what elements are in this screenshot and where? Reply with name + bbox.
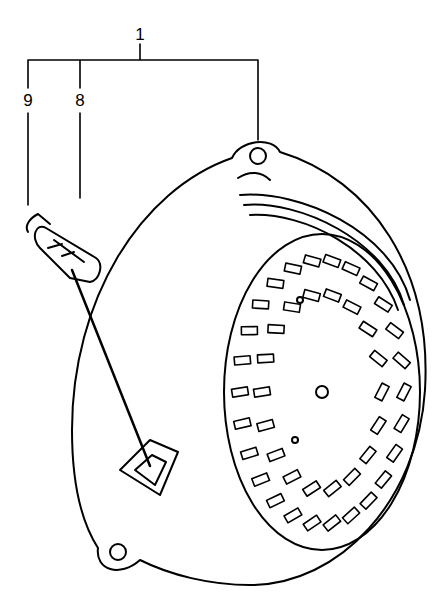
rope-handle [27,214,101,282]
vent-slot [324,480,341,496]
vent-slot [241,447,259,459]
vent-slot [386,323,404,339]
rope-guide [120,440,178,495]
vent-slot [360,446,376,463]
vent-slot [393,352,410,369]
vent-slot [344,468,361,485]
vent-slot [257,420,275,432]
vent-slot [267,278,284,288]
starter-flange [72,142,426,585]
starter-drum [224,195,420,550]
vent-slot [303,515,321,531]
vent-slot [370,350,387,366]
vent-slot [234,418,251,429]
starter-rope [72,270,150,466]
vent-slot [231,387,248,397]
vent-slot [252,300,268,309]
callout-number: 9 [21,92,34,109]
vent-slot [234,356,251,365]
vent-slot [284,263,301,274]
callout-bracket [28,44,258,205]
vent-slot [374,297,392,312]
vent-slot [323,515,341,531]
vent-slot [342,262,360,276]
vent-slot [360,276,378,291]
vent-slot [268,325,284,334]
vent-slot [387,445,403,463]
vent-slots [231,254,411,531]
vent-slot [253,387,270,397]
vent-slot [359,321,377,336]
vent-slot [267,448,285,461]
vent-slot [375,471,391,488]
vent-slot [241,327,257,335]
vent-slot [360,492,377,509]
vent-slot [252,473,270,486]
vent-slot [284,508,302,523]
vent-slot [397,383,411,401]
vent-slot [324,289,342,302]
callout-number: 8 [73,92,86,109]
vent-slot [323,254,341,267]
vent-slot [343,300,361,314]
vent-slot [257,354,273,363]
vent-slot [303,255,321,267]
vent-slot [371,417,386,435]
vent-slot [303,290,321,302]
vent-slot [375,383,389,401]
vent-slot [283,302,300,312]
callout-number: 1 [133,26,146,43]
vent-slot [394,415,409,433]
vent-slot [266,494,284,508]
vent-slot [283,470,301,484]
vent-slot [342,507,359,524]
vent-slot [303,481,321,496]
